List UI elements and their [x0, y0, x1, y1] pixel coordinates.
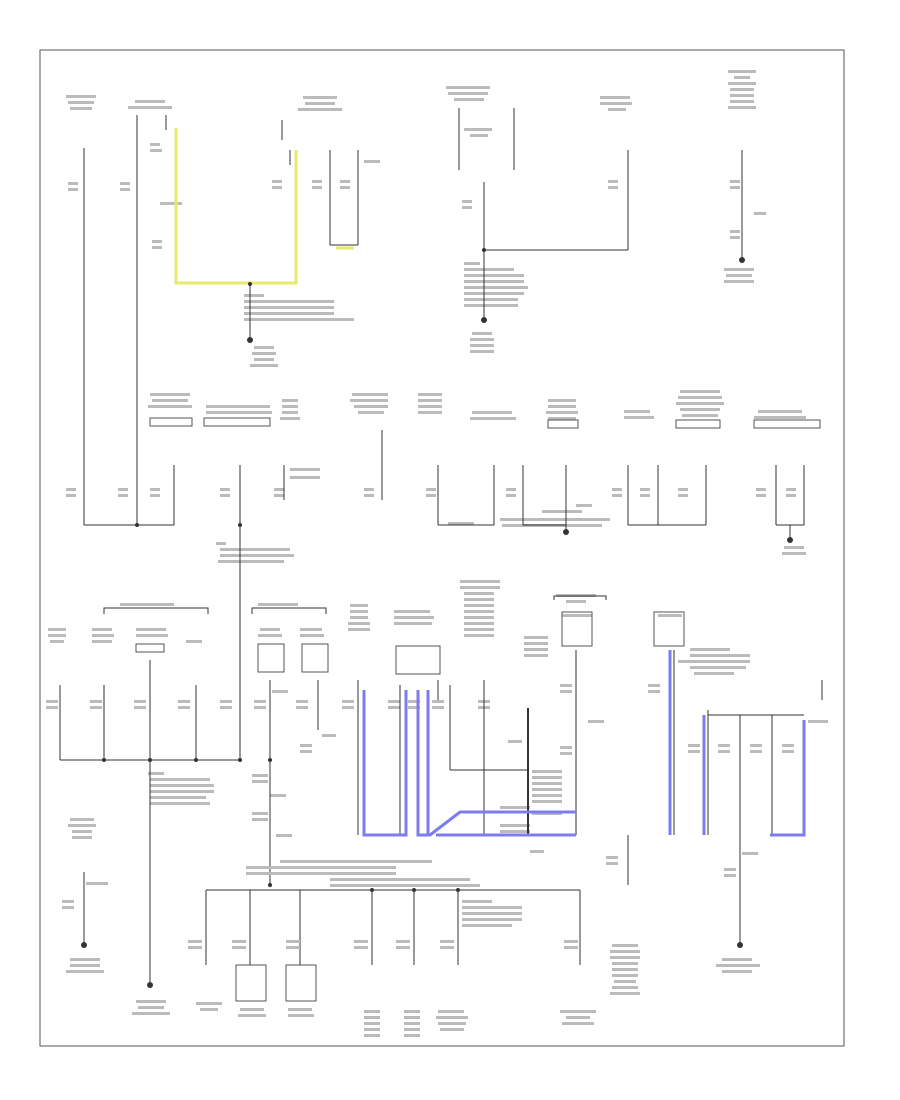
lower-splices: [81, 758, 743, 988]
top-splices: [247, 248, 745, 343]
yellow-wire: [174, 128, 298, 285]
label-marks-middle: [66, 390, 806, 563]
diagram-border: [39, 49, 845, 1047]
middle-section: [66, 390, 821, 760]
middle-wires: [84, 430, 805, 760]
lower-connector-boxes: [135, 611, 685, 1002]
label-marks-top: [66, 70, 766, 367]
bottom-label-marks: [66, 860, 760, 1037]
middle-connector-boxes: [149, 417, 821, 429]
top-wires: [83, 108, 743, 525]
top-section: [66, 70, 766, 525]
lower-blue-wires: [362, 650, 806, 837]
group-brackets: [103, 595, 607, 614]
middle-splices: [135, 523, 793, 543]
label-marks-lower: [46, 580, 828, 909]
lower-section: [46, 580, 828, 1037]
